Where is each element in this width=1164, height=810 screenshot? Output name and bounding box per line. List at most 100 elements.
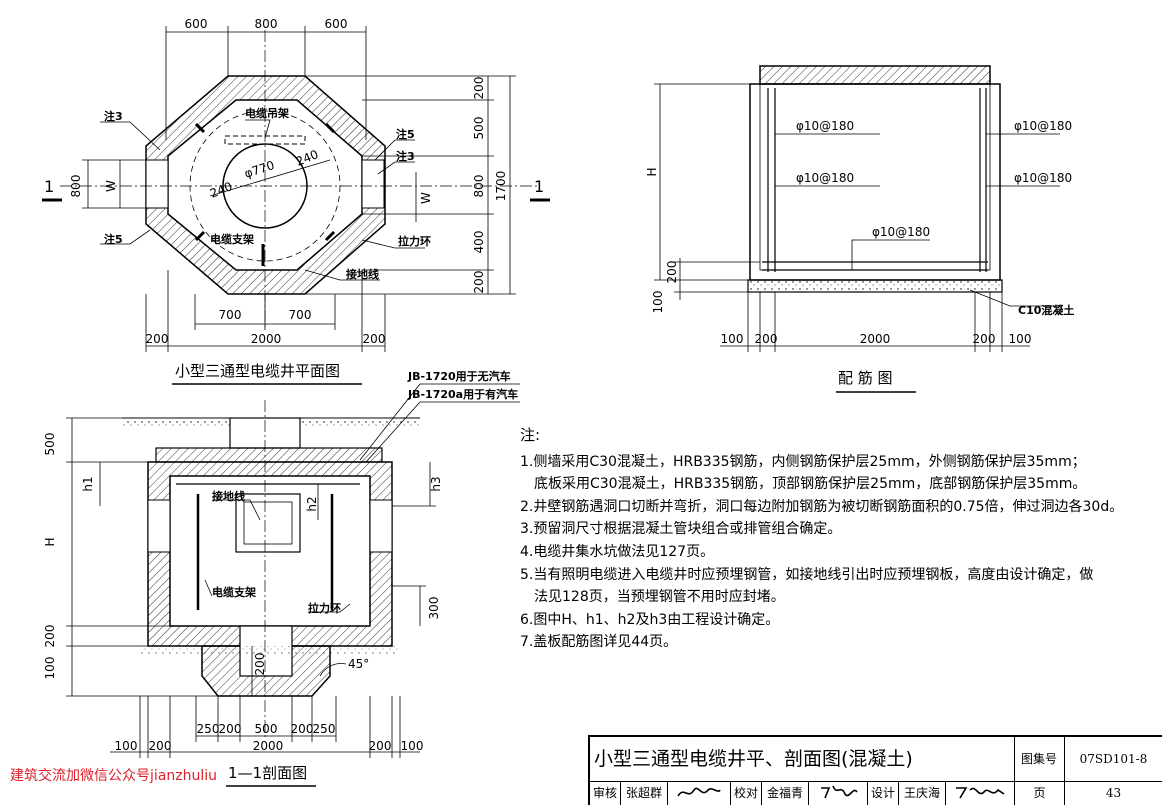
section-angle: 45° bbox=[348, 657, 369, 671]
section-dim-300: 300 bbox=[427, 597, 441, 620]
section-total-dim-1: 100 bbox=[115, 739, 138, 753]
note-item: 6.图中H、h1、h2及h3由工程设计确定。 bbox=[520, 611, 780, 628]
label-note5-right: 注5 bbox=[396, 127, 415, 141]
plan-top-dim-2: 800 bbox=[255, 17, 278, 31]
designer-name: 王庆海 bbox=[899, 782, 946, 805]
plan-right-dim-2: 500 bbox=[472, 117, 486, 140]
atlas-number: 07SD101-8 bbox=[1079, 752, 1148, 766]
plan-view: 600 800 600 700 700 200 2000 200 200 500… bbox=[42, 17, 550, 385]
plan-right-dim-4: 400 bbox=[472, 231, 486, 254]
note-item: 2.井壁钢筋遇洞口切断并弯折，洞口每边附加钢筋为被切断钢筋面积的0.75倍，伸过… bbox=[520, 498, 1124, 515]
notes-heading: 注: bbox=[520, 426, 541, 444]
plan-top-dim-1: 600 bbox=[185, 17, 208, 31]
rebar-bottom-dim-1: 100 bbox=[721, 332, 744, 346]
rebar-bottom-dim-5: 100 bbox=[1009, 332, 1032, 346]
note-item: 7.盖板配筋图详见44页。 bbox=[520, 634, 678, 651]
section-bottom-dim-1: 250 bbox=[197, 722, 220, 736]
rebar-callout-4: φ10@180 bbox=[1014, 171, 1072, 185]
rebar-callout-3: φ10@180 bbox=[1014, 119, 1072, 133]
section-total-dim-4: 200 bbox=[369, 739, 392, 753]
plan-w-right: W bbox=[419, 192, 433, 204]
rebar-left-dim-1: 200 bbox=[665, 261, 679, 284]
rebar-callout-5: φ10@180 bbox=[872, 225, 930, 239]
design-label: 设计 bbox=[868, 782, 899, 805]
notes-block: 注: 1.侧墙采用C30混凝土，HRB335钢筋，内侧钢筋保护层25mm，外侧钢… bbox=[520, 424, 1160, 654]
section-dim-500: 500 bbox=[43, 433, 57, 456]
section-cable-support: 电缆支架 bbox=[212, 585, 256, 599]
cover-b-label: JB-1720a用于有汽车 bbox=[407, 387, 518, 401]
checker-signature bbox=[809, 782, 868, 805]
title-block: 小型三通型电缆井平、剖面图(混凝土) 图集号 07SD101-8 审核 张超群 … bbox=[588, 735, 1162, 805]
plan-bottom-dim-1: 700 bbox=[219, 308, 242, 322]
label-ground-wire: 接地线 bbox=[346, 267, 379, 281]
section-walls bbox=[147, 461, 393, 647]
plan-total-dim-3: 200 bbox=[363, 332, 386, 346]
section-total-dim-3: 2000 bbox=[253, 739, 284, 753]
watermark-text: 建筑交流加微信公众号jianzhuliu bbox=[10, 768, 217, 784]
plan-right-dim-5: 200 bbox=[472, 271, 486, 294]
label-cable-hanger: 电缆吊架 bbox=[245, 106, 289, 120]
drawing-title: 小型三通型电缆井平、剖面图(混凝土) bbox=[590, 737, 1015, 781]
section-bottom-dim-4: 200 bbox=[291, 722, 314, 736]
label-note5-left: 注5 bbox=[104, 232, 123, 246]
plan-caption: 小型三通型电缆井平面图 bbox=[175, 362, 340, 380]
designer-signature bbox=[946, 782, 1015, 805]
page-label: 页 bbox=[1015, 782, 1065, 805]
rebar-bottom-dim-4: 200 bbox=[973, 332, 996, 346]
section-dim-100: 100 bbox=[43, 657, 57, 680]
label-pull-ring: 拉力环 bbox=[398, 234, 431, 248]
reviewer-signature bbox=[668, 782, 731, 805]
section-mark-right: 1 bbox=[534, 177, 544, 196]
section-bottom-dim-2: 200 bbox=[219, 722, 242, 736]
section-h1: h1 bbox=[81, 476, 95, 491]
label-r2: 240 bbox=[294, 147, 320, 169]
rebar-view: φ10@180 φ10@180 φ10@180 φ10@180 φ10@180 … bbox=[645, 65, 1074, 393]
rebar-h-label: H bbox=[645, 167, 659, 176]
section-bottom-dim-5: 250 bbox=[313, 722, 336, 736]
review-label: 审核 bbox=[590, 782, 621, 805]
note-item: 5.当有照明电缆进入电缆井时应预埋钢管，如接地线引出时应预埋钢板，高度由设计确定… bbox=[520, 566, 1094, 583]
section-ground-wire: 接地线 bbox=[212, 489, 245, 503]
rebar-caption: 配 筋 图 bbox=[838, 369, 893, 387]
section-caption: 1—1剖面图 bbox=[228, 764, 307, 782]
plan-total-dim-1: 200 bbox=[146, 332, 169, 346]
section-bottom-dim-3: 500 bbox=[255, 722, 278, 736]
section-mark-left: 1 bbox=[44, 177, 54, 196]
rebar-left-dim-2: 100 bbox=[651, 291, 665, 314]
rebar-bottom-dim-2: 200 bbox=[755, 332, 778, 346]
section-dim-200: 200 bbox=[43, 625, 57, 648]
label-note3-left: 注3 bbox=[104, 109, 123, 123]
rebar-concrete-label: C10混凝土 bbox=[1018, 303, 1074, 317]
section-total-dim-5: 100 bbox=[401, 739, 424, 753]
rebar-callout-1: φ10@180 bbox=[796, 119, 854, 133]
note-item: 法见128页，当预埋钢管不用时应封堵。 bbox=[534, 589, 785, 606]
note-item: 4.电缆井集水坑做法见127页。 bbox=[520, 543, 715, 560]
section-dim-h: H bbox=[43, 537, 57, 546]
rebar-bottom-dim-3: 2000 bbox=[860, 332, 891, 346]
note-item: 1.侧墙采用C30混凝土，HRB335钢筋，内侧钢筋保护层25mm，外侧钢筋保护… bbox=[520, 453, 1086, 470]
checker-name: 金福青 bbox=[762, 782, 809, 805]
plan-w-left: W bbox=[104, 180, 118, 192]
rebar-callout-2: φ10@180 bbox=[796, 171, 854, 185]
plan-right-total: 1700 bbox=[494, 171, 508, 202]
reviewer-name: 张超群 bbox=[621, 782, 668, 805]
label-r1: 240 bbox=[208, 179, 234, 201]
plan-right-dim-3: 800 bbox=[472, 175, 486, 198]
atlas-label: 图集号 bbox=[1014, 737, 1065, 781]
plan-bottom-dim-2: 700 bbox=[289, 308, 312, 322]
plan-top-dim-3: 600 bbox=[325, 17, 348, 31]
cover-a-label: JB-1720用于无汽车 bbox=[407, 369, 511, 383]
page-number: 43 bbox=[1105, 786, 1122, 800]
section-view: JB-1720用于无汽车 JB-1720a用于有汽车 500 H 200 100… bbox=[43, 369, 520, 787]
section-h2: h2 bbox=[305, 496, 319, 511]
note-item: 3.预留洞尺寸根据混凝土管块组合或排管组合确定。 bbox=[520, 521, 842, 538]
check-label: 校对 bbox=[731, 782, 762, 805]
note-item: 底板采用C30混凝土，HRB335钢筋，顶部钢筋保护层25mm，底部钢筋保护层3… bbox=[534, 476, 1087, 493]
section-h3: h3 bbox=[429, 476, 443, 491]
plan-total-dim-2: 2000 bbox=[251, 332, 282, 346]
section-dim-sump: 200 bbox=[253, 653, 267, 676]
label-cable-support: 电缆支架 bbox=[210, 232, 254, 246]
label-note3-right: 注3 bbox=[396, 149, 415, 163]
plan-right-dim-1: 200 bbox=[472, 77, 486, 100]
